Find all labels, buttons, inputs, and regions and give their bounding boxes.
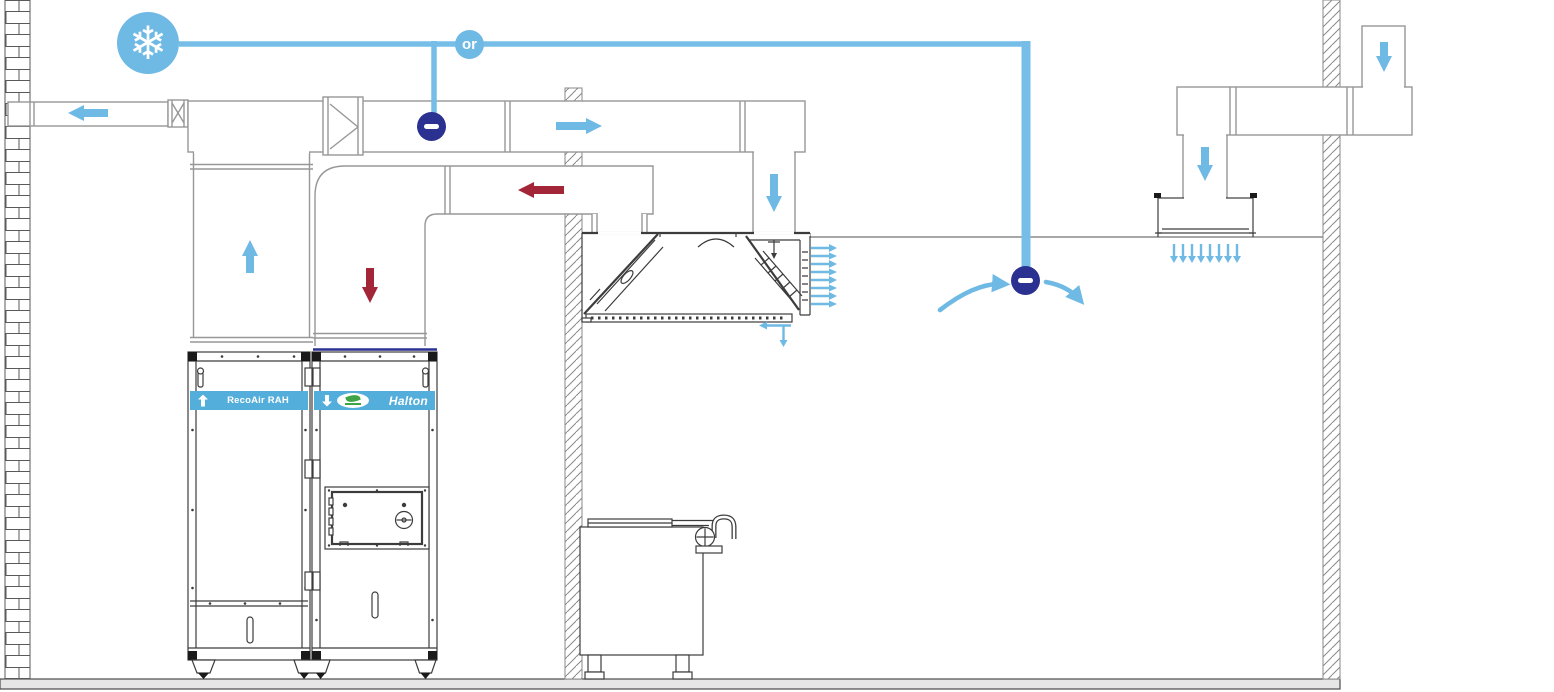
snowflake-icon: ❄ (128, 16, 168, 70)
duct-connector-small (167, 99, 189, 128)
outdoor-air-duct (1176, 86, 1413, 136)
kitchen-hood (581, 231, 811, 323)
unit-left-banner-label: RecoAir RAH (227, 395, 289, 406)
ceiling-line (809, 233, 1323, 238)
leaf-underline (345, 403, 361, 405)
or-badge: or (455, 30, 484, 59)
hood-supply-down-arrow (766, 174, 782, 212)
duct-openings (194, 85, 1404, 235)
up-arrow-icon (198, 394, 208, 407)
or-label: or (462, 36, 477, 53)
exhaust-duct-and-drop (313, 165, 654, 346)
ceiling-damper-icon (1011, 266, 1040, 295)
unit-center-foot (293, 659, 331, 679)
unit-right-banner-label: Halton (388, 393, 428, 408)
intake-down-arrow (1376, 42, 1392, 72)
duct-damper-icon (417, 112, 446, 141)
hood-temperature-probe (768, 240, 780, 259)
ceiling-diffuser (1154, 193, 1257, 237)
hood-discharge-arrows (811, 244, 837, 308)
diffuser-down-arrow (1197, 147, 1213, 181)
down-arrow-icon (322, 394, 332, 407)
hood-exhaust-collar (591, 214, 648, 233)
cooling-control-line (179, 41, 1031, 270)
door-hinges (304, 367, 321, 591)
airflow-arrows (68, 42, 1392, 303)
supply-right-arrow (556, 118, 602, 134)
halton-leaf-logo (337, 393, 369, 408)
control-panel (324, 486, 430, 550)
exhaust-left-arrow (518, 182, 564, 198)
snowflake-cooling-badge: ❄ (117, 12, 179, 74)
minus-icon (424, 124, 439, 129)
discharge-left-arrow (68, 105, 108, 121)
unit-left-banner: RecoAir RAH (190, 391, 308, 410)
right-exterior-wall (1322, 0, 1341, 680)
exhaust-down-arrow (362, 268, 378, 303)
floor (0, 678, 1341, 690)
cooking-appliance (579, 514, 737, 680)
unit-right-banner: Halton (314, 391, 435, 410)
main-horizontal-duct (187, 100, 806, 153)
minus-icon (1018, 278, 1033, 283)
riser-up-arrow (242, 240, 258, 273)
diffuser-supply-arrows (1170, 244, 1241, 263)
duct-flex-connector (322, 96, 364, 156)
room-air-curved-arrows (937, 273, 1085, 313)
kitchen-partition-wall (564, 87, 583, 680)
hood-capture-arrow (759, 321, 791, 347)
